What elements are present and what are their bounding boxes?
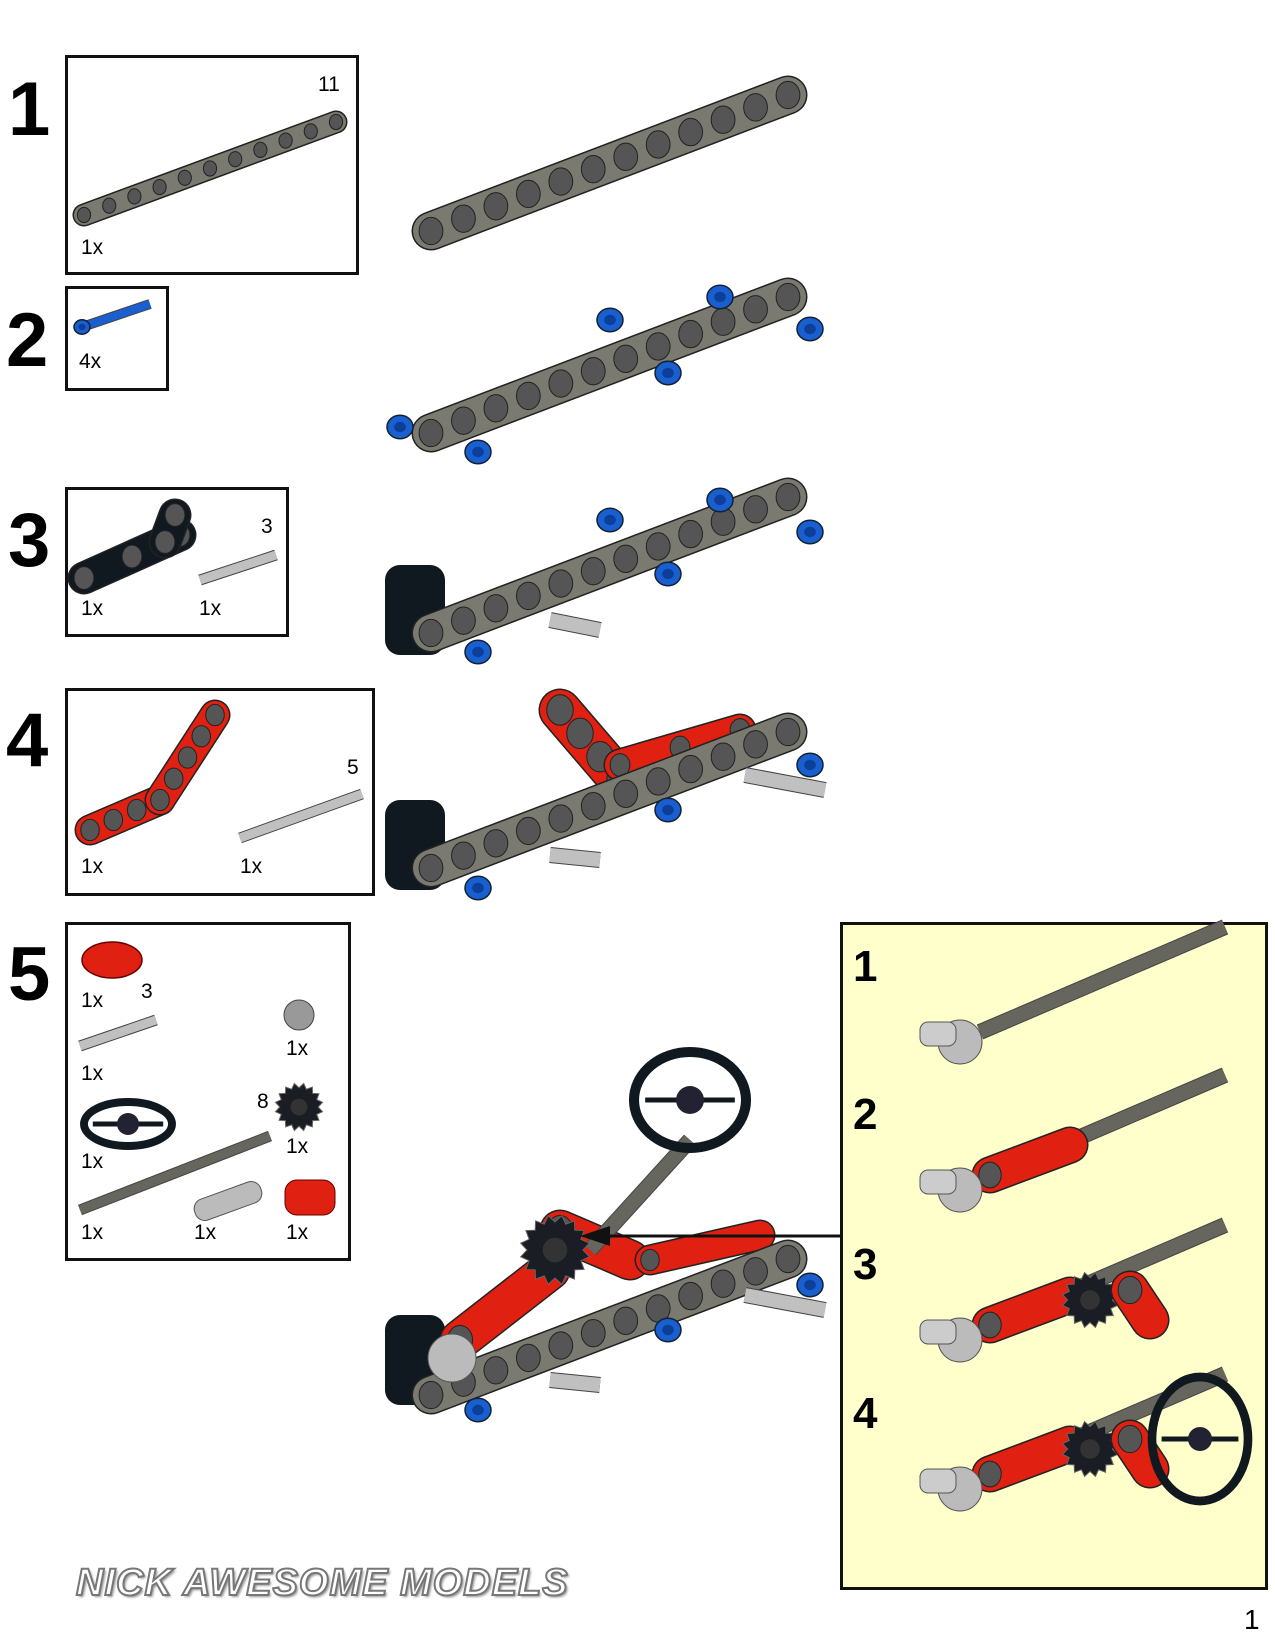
red-cross-block-part-icon — [284, 1179, 336, 1216]
blue-pin-icon — [654, 561, 682, 587]
step-5-assembly — [411, 1239, 808, 1415]
steering-wheel-part-icon — [80, 1098, 176, 1150]
axle-5-part-icon — [238, 788, 364, 844]
blue-pin-icon — [596, 507, 624, 533]
step-2-assembly — [411, 277, 808, 453]
step-4-assembly — [411, 712, 808, 888]
qty-label: 1x — [199, 597, 222, 620]
blue-pin-icon — [464, 439, 492, 465]
bent-beam-part-icon — [148, 498, 192, 559]
blue-pin-icon — [596, 307, 624, 333]
axle-icon — [549, 1372, 601, 1393]
axle-icon — [743, 767, 827, 798]
red-pin-connector-part-icon — [81, 941, 143, 979]
sub-assembly-callout: 1 2 3 4 — [840, 922, 1268, 1590]
red-pin-connector-icon — [971, 1276, 1089, 1344]
qty-label: 1x — [81, 989, 104, 1012]
qty-label: 1x — [240, 855, 263, 878]
blue-pin-icon — [796, 316, 824, 342]
brand-logo: NICK AWESOME MODELS — [75, 1561, 569, 1605]
qty-label: 1x — [81, 236, 104, 259]
length-label: 8 — [257, 1090, 269, 1113]
blue-pin-icon — [386, 414, 414, 440]
axle-icon — [548, 612, 602, 638]
step-1-assembly — [411, 75, 808, 251]
qty-label: 1x — [81, 1062, 104, 1085]
bush-part-icon — [283, 999, 315, 1031]
pin-head-icon — [73, 319, 91, 335]
axle-icon — [743, 1287, 827, 1318]
red-beam-icon — [634, 1219, 776, 1276]
pin-icon — [919, 1021, 957, 1047]
page-number: 1 — [1244, 1604, 1260, 1635]
length-label: 5 — [347, 756, 359, 779]
qty-label: 4x — [79, 350, 102, 373]
axle-icon — [549, 847, 601, 868]
blue-pin-icon — [464, 639, 492, 665]
red-pin-connector-icon — [971, 1425, 1089, 1493]
step-number-4: 4 — [6, 698, 49, 783]
qty-label: 1x — [81, 855, 104, 878]
blue-pin-icon — [796, 1272, 824, 1298]
parts-list-step-2 — [65, 286, 169, 391]
step-number-2: 2 — [6, 298, 49, 383]
blue-pin-icon — [796, 519, 824, 545]
blue-pin-icon — [796, 752, 824, 778]
gear-icon — [1061, 1420, 1119, 1478]
substep-number-3: 3 — [853, 1240, 878, 1289]
steering-wheel-icon — [628, 1046, 752, 1154]
axle-3-part-icon — [78, 1014, 158, 1052]
substep-number-2: 2 — [853, 1090, 878, 1139]
red-pin-connector-icon — [971, 1126, 1089, 1194]
qty-label: 1x — [81, 1221, 104, 1244]
step-number-1: 1 — [8, 67, 51, 152]
substep-number-4: 4 — [853, 1389, 878, 1438]
gear-icon — [1061, 1271, 1119, 1329]
red-bent-beam-part-icon — [144, 699, 231, 816]
length-label: 11 — [318, 73, 340, 96]
axle-3-part-icon — [198, 549, 278, 586]
blue-pin-icon — [464, 875, 492, 901]
step-3-assembly — [411, 477, 808, 653]
step-number-3: 3 — [8, 498, 51, 583]
blue-pin-icon — [654, 360, 682, 386]
length-label: 3 — [261, 515, 273, 538]
callout-arrow-icon — [580, 1226, 610, 1246]
steering-wheel-icon — [1147, 1372, 1253, 1506]
qty-label: 1x — [194, 1221, 217, 1244]
blue-pin-part-icon — [80, 299, 152, 332]
red-cross-block-icon — [1110, 1270, 1170, 1340]
qty-label: 1x — [286, 1037, 309, 1060]
blue-pin-icon — [654, 797, 682, 823]
pin-icon — [919, 1319, 957, 1345]
pin-icon — [919, 1468, 957, 1494]
qty-label: 1x — [286, 1221, 309, 1244]
axle-8-icon — [976, 919, 1229, 1040]
substep-number-1: 1 — [853, 942, 878, 991]
blue-pin-icon — [706, 487, 734, 513]
gear-part-icon — [274, 1082, 324, 1132]
red-cross-block-icon — [1110, 1419, 1170, 1489]
blue-pin-icon — [654, 1317, 682, 1343]
blue-pin-icon — [464, 1397, 492, 1423]
pin-icon — [919, 1169, 957, 1195]
axle-8-part-icon — [78, 1130, 272, 1216]
axle-connector-icon — [427, 1333, 477, 1383]
gear-icon — [519, 1214, 591, 1286]
blue-pin-icon — [706, 284, 734, 310]
qty-label: 1x — [81, 1150, 104, 1173]
step-number-5: 5 — [8, 932, 51, 1017]
qty-label: 1x — [81, 597, 104, 620]
qty-label: 1x — [286, 1135, 309, 1158]
axle-connector-part-icon — [193, 1181, 263, 1221]
beam-11-part-icon — [72, 110, 348, 227]
length-label: 3 — [141, 980, 153, 1003]
